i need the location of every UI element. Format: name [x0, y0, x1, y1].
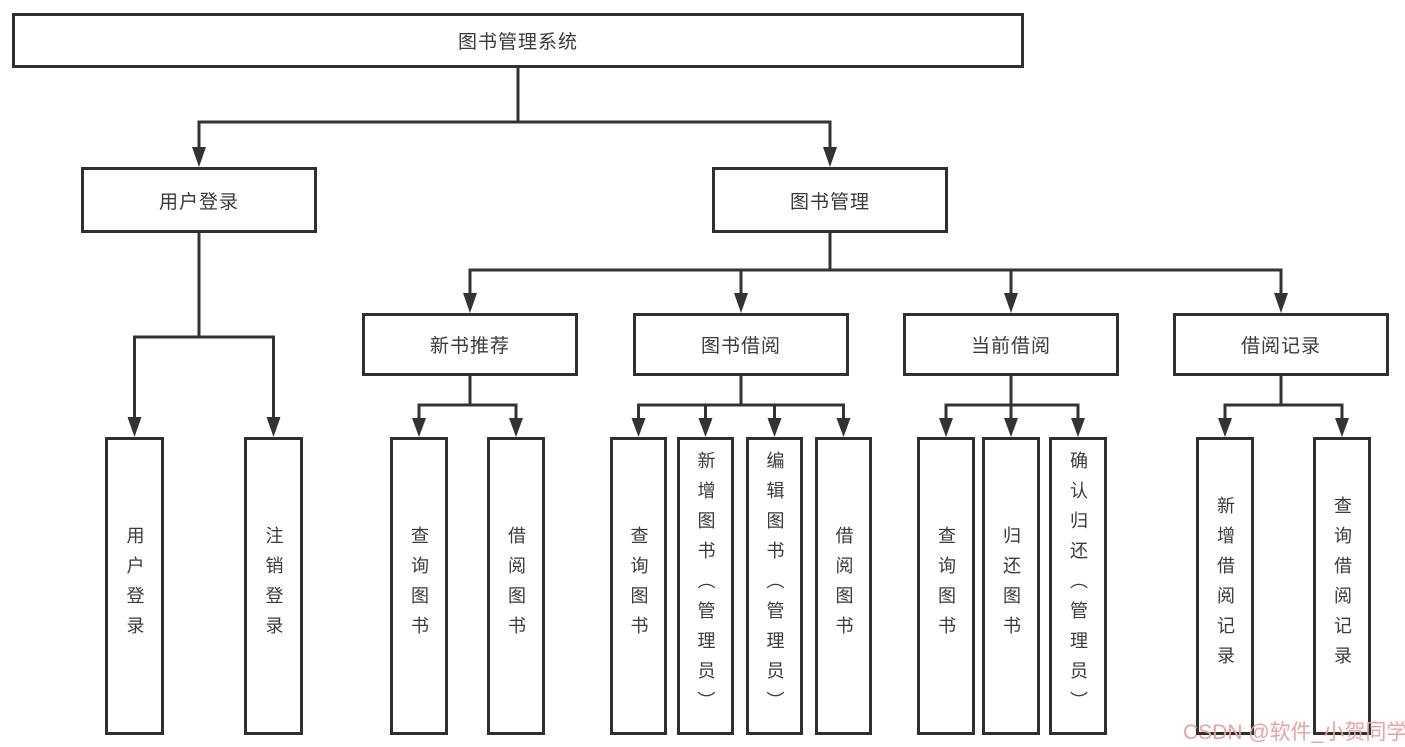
node-book-management: 图书管理 — [712, 167, 948, 233]
leaf-user-login-label: 用户登录 — [124, 526, 145, 646]
leaf-logout: 注销登录 — [244, 437, 303, 735]
node-book-borrow: 图书借阅 — [633, 313, 849, 376]
arrowhead — [836, 418, 851, 437]
connector-book-management-to-level3 — [463, 233, 1288, 313]
arrowhead — [192, 147, 206, 167]
leaf-user-login: 用户登录 — [105, 437, 164, 735]
connector-book-borrow-to-leaves — [631, 376, 851, 437]
leaf-query-borrow-record-label: 查询借阅记录 — [1332, 496, 1352, 676]
connector-new-book-recommend-to-leaves — [412, 376, 523, 437]
leaf-confirm-return-admin: 确认归还（管理员） — [1049, 437, 1107, 735]
leaf-confirm-return-admin-label: 确认归还（管理员） — [1068, 451, 1088, 721]
connector-current-borrow-to-leaves — [939, 376, 1085, 437]
arrowhead — [631, 418, 646, 437]
leaf-query-book-2-label: 查询图书 — [628, 526, 649, 646]
leaf-borrow-book-1: 借阅图书 — [487, 437, 545, 735]
leaf-borrow-book-1-label: 借阅图书 — [506, 526, 526, 646]
node-borrow-record-label: 借阅记录 — [1240, 336, 1321, 357]
node-book-borrow-label: 图书借阅 — [700, 336, 781, 357]
leaf-return-book: 归还图书 — [982, 437, 1040, 735]
node-new-book-recommend: 新书推荐 — [362, 313, 578, 376]
connector-root-to-level2 — [192, 68, 837, 167]
node-user-login-label: 用户登录 — [158, 191, 239, 213]
arrowhead — [734, 293, 748, 313]
leaf-query-book-1: 查询图书 — [390, 437, 448, 735]
arrowhead — [939, 418, 953, 437]
arrowhead — [463, 293, 477, 313]
arrowhead — [1004, 293, 1018, 313]
node-current-borrow: 当前借阅 — [903, 313, 1119, 376]
leaf-add-borrow-record-label: 新增借阅记录 — [1215, 496, 1235, 676]
arrowhead — [266, 417, 281, 437]
arrowhead — [1335, 418, 1349, 437]
arrowhead — [1004, 418, 1018, 437]
leaf-query-book-1-label: 查询图书 — [409, 526, 429, 646]
leaf-edit-book-admin: 编辑图书（管理员） — [746, 437, 803, 735]
arrowhead — [698, 418, 713, 437]
node-root-label: 图书管理系统 — [457, 32, 578, 53]
leaf-add-book-admin-label: 新增图书（管理员） — [695, 451, 716, 721]
leaf-borrow-book-2: 借阅图书 — [815, 437, 872, 735]
arrowhead — [1274, 293, 1288, 313]
leaf-logout-label: 注销登录 — [263, 526, 284, 646]
leaf-query-book-2: 查询图书 — [610, 437, 667, 735]
leaf-add-borrow-record: 新增借阅记录 — [1196, 437, 1254, 735]
arrowhead — [509, 418, 523, 437]
arrowhead — [823, 147, 837, 167]
node-user-login: 用户登录 — [81, 167, 317, 233]
leaf-edit-book-admin-label: 编辑图书（管理员） — [764, 451, 785, 721]
connector-borrow-record-to-leaves — [1218, 376, 1349, 437]
arrowhead — [127, 417, 142, 437]
node-new-book-recommend-label: 新书推荐 — [429, 336, 510, 357]
leaf-query-book-3-label: 查询图书 — [936, 526, 956, 646]
leaf-borrow-book-2-label: 借阅图书 — [833, 526, 854, 646]
node-root: 图书管理系统 — [12, 13, 1024, 68]
arrowhead — [767, 418, 782, 437]
leaf-add-book-admin: 新增图书（管理员） — [677, 437, 734, 735]
leaf-return-book-label: 归还图书 — [1001, 526, 1021, 646]
node-book-management-label: 图书管理 — [789, 191, 870, 213]
leaf-query-borrow-record: 查询借阅记录 — [1313, 437, 1371, 735]
arrowhead — [412, 418, 426, 437]
node-borrow-record: 借阅记录 — [1173, 313, 1389, 376]
connector-user-login-to-leaves — [127, 233, 281, 437]
csdn-watermark: CSDN @软件_小贺同学 — [1183, 721, 1405, 744]
leaf-query-book-3: 查询图书 — [917, 437, 975, 735]
node-current-borrow-label: 当前借阅 — [970, 336, 1051, 357]
arrowhead — [1218, 418, 1232, 437]
arrowhead — [1071, 418, 1085, 437]
